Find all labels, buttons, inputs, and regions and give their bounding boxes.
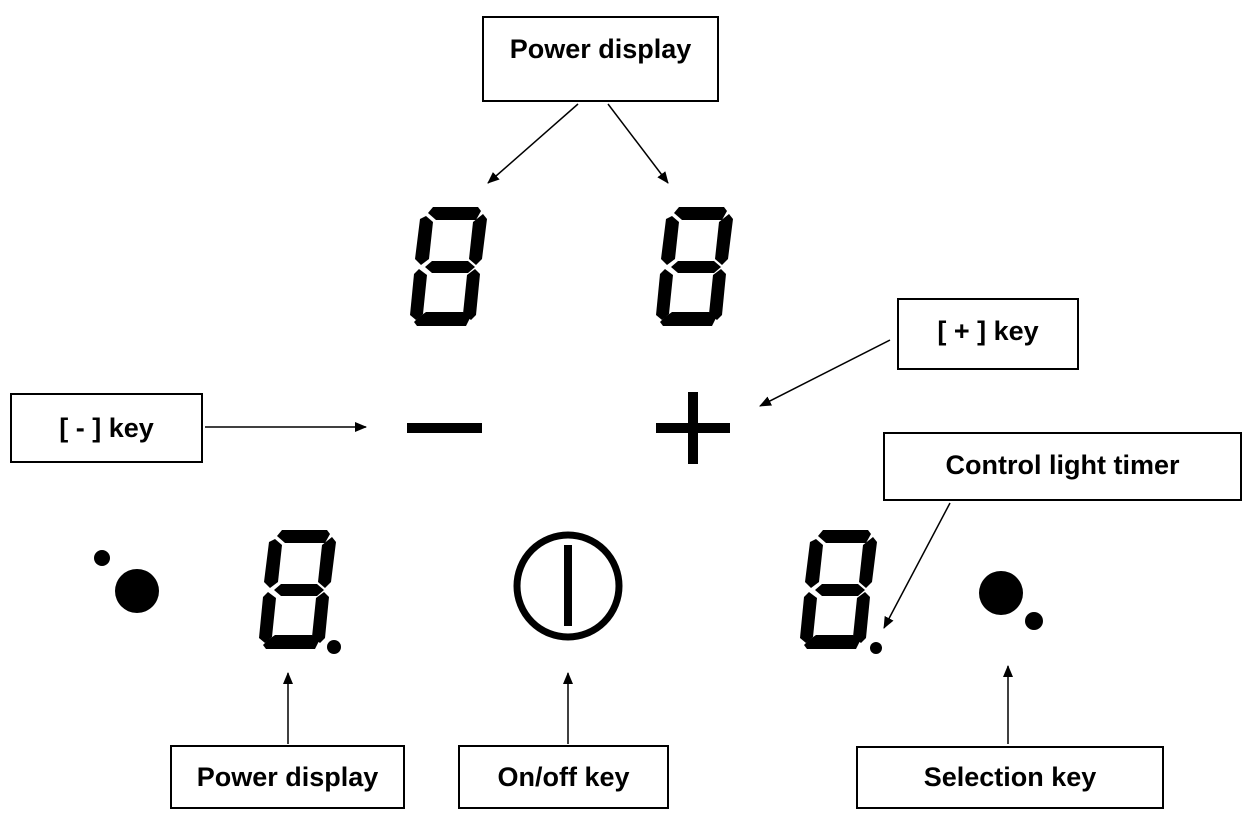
arrow-power-display-right bbox=[607, 103, 669, 184]
selection-dot-icon-right[interactable] bbox=[979, 571, 1043, 630]
arrow-control-light-timer bbox=[883, 502, 951, 629]
label-power-display-bottom: Power display bbox=[170, 745, 405, 809]
decimal-point-bottom-left bbox=[327, 640, 341, 654]
plus-icon[interactable] bbox=[656, 392, 730, 464]
label-on-off-key: On/off key bbox=[458, 745, 669, 809]
selection-dot-icon-left[interactable] bbox=[94, 550, 159, 613]
label-plus-key: [ + ] key bbox=[897, 298, 1079, 370]
power-display-digit-left bbox=[410, 207, 487, 326]
power-icon[interactable] bbox=[513, 531, 623, 641]
arrow-power-display-left bbox=[487, 103, 579, 184]
timer-display-digit bbox=[800, 530, 877, 649]
power-display-digit-bottom bbox=[259, 530, 336, 649]
label-selection-key: Selection key bbox=[856, 746, 1164, 809]
control-light-timer-dot bbox=[870, 642, 882, 654]
minus-icon[interactable] bbox=[407, 423, 482, 433]
leader-lines bbox=[205, 103, 1013, 744]
label-power-display-top: Power display bbox=[482, 16, 719, 102]
power-display-digit-right bbox=[656, 207, 733, 326]
arrow-plus-key bbox=[759, 339, 891, 407]
label-minus-key: [ - ] key bbox=[10, 393, 203, 463]
label-control-light-timer: Control light timer bbox=[883, 432, 1242, 501]
